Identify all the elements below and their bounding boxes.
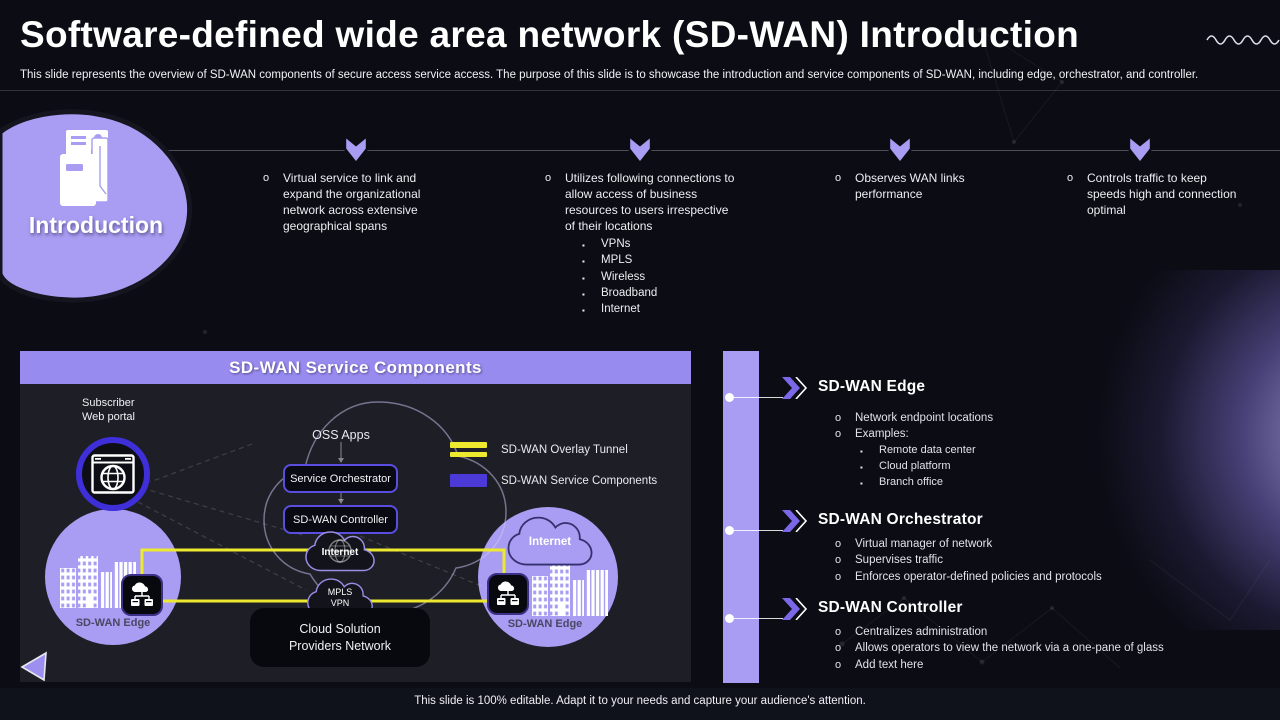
buildings-icon — [532, 564, 608, 616]
legend-label: SD-WAN Service Components — [501, 474, 658, 487]
mpls-vpn-label: MPLS VPN — [327, 587, 353, 608]
sub-bullet: Broadband — [601, 286, 658, 299]
column-text: Utilizes following connections to allow … — [565, 171, 735, 233]
timeline-column-4: o Controls traffic to keep speeds high a… — [1067, 170, 1239, 218]
cloud-network-icon — [487, 573, 529, 615]
timeline-column-3: o Observes WAN links performance — [835, 170, 975, 202]
connector-dot — [725, 614, 734, 623]
column-text: Observes WAN links performance — [855, 171, 965, 201]
internet-hub-label: Internet — [321, 546, 359, 558]
header-divider — [0, 90, 1280, 91]
legend-service-components: SD-WAN Service Components — [450, 474, 657, 487]
bullet: Enforces operator-defined policies and p… — [855, 570, 1102, 583]
back-triangle-icon[interactable] — [18, 650, 52, 684]
sub-bullet: VPNs — [601, 238, 631, 250]
subscriber-portal-label: Subscriber Web portal — [82, 397, 135, 423]
sub-bullet: Cloud platform — [879, 460, 951, 473]
internet-cloud-outline: Internet — [504, 514, 596, 570]
connector-line — [733, 530, 783, 531]
down-arrow-icon — [627, 135, 653, 164]
component-swatch — [450, 474, 487, 487]
page-title: Software-defined wide area network (SD-W… — [20, 14, 1080, 55]
legend-overlay-tunnel: SD-WAN Overlay Tunnel — [450, 442, 628, 457]
cloud-providers-box: Cloud Solution Providers Network — [250, 608, 430, 667]
legend-label: SD-WAN Overlay Tunnel — [501, 443, 628, 456]
footer-band — [0, 688, 1280, 720]
subscriber-portal-circle — [76, 437, 150, 511]
sdwan-controller-box: SD-WAN Controller — [283, 505, 398, 534]
bullet: Examples: — [855, 428, 909, 441]
sub-bullet: Branch office — [879, 476, 944, 489]
connector-dot — [725, 393, 734, 402]
bullet: Network endpoint locations — [855, 412, 994, 424]
bullet: Add text here — [855, 658, 924, 671]
oss-apps-label: OSS Apps — [312, 428, 370, 442]
section-heading-edge: SD-WAN Edge — [818, 378, 926, 395]
timeline-column-2: o Utilizes following connections to allo… — [545, 170, 737, 318]
double-chevron-icon — [782, 598, 808, 620]
globe-icon — [328, 539, 352, 563]
footer-note: This slide is 100% editable. Adapt it to… — [414, 695, 866, 707]
introduction-blob — [0, 109, 193, 303]
section-heading-orchestrator: SD-WAN Orchestrator — [818, 511, 983, 528]
sub-bullet: MPLS — [601, 254, 633, 267]
edge-right-label: SD-WAN Edge — [507, 618, 583, 630]
mpls-vpn-cloud: MPLS VPN — [305, 574, 375, 622]
timeline-column-1: o Virtual service to link and expand the… — [263, 170, 451, 234]
diagram-body: SD-WAN Edge SD-WAN Edge — [20, 384, 691, 682]
document-profile-icon — [60, 130, 109, 206]
connector-dot — [725, 526, 734, 535]
bullet: Virtual manager of network — [855, 538, 993, 550]
timeline-line — [168, 150, 1280, 151]
down-arrow-icon — [343, 135, 369, 164]
connector-line — [733, 618, 783, 619]
bullet: Supervises traffic — [855, 554, 943, 567]
sub-bullet: Remote data center — [879, 443, 976, 456]
section-heading-controller: SD-WAN Controller — [818, 599, 963, 616]
introduction-label: Introduction — [28, 212, 164, 238]
service-orchestrator-box: Service Orchestrator — [283, 464, 398, 493]
bullet: Centralizes administration — [855, 626, 988, 638]
edge-left-label: SD-WAN Edge — [75, 617, 151, 629]
down-arrow-icon — [887, 135, 913, 164]
double-chevron-icon — [782, 377, 808, 399]
section-accent-bar — [723, 351, 759, 683]
cloud-network-icon — [121, 574, 163, 616]
sub-bullet: Wireless — [601, 270, 646, 283]
globe-browser-icon — [91, 454, 135, 494]
internet-hub-cloud: Internet — [303, 528, 377, 576]
sub-bullet: Internet — [601, 303, 640, 316]
diagram-panel: SD-WAN Service Components SD-WAN Edge SD… — [20, 351, 691, 682]
column-text: Controls traffic to keep speeds high and… — [1087, 171, 1237, 217]
down-arrow-icon — [1127, 135, 1153, 164]
bullet: Allows operators to view the network via… — [855, 642, 1164, 655]
slide-description: This slide represents the overview of SD… — [20, 69, 1199, 81]
double-chevron-icon — [782, 510, 808, 532]
internet-cloud-label: Internet — [528, 536, 572, 548]
column-text: Virtual service to link and expand the o… — [283, 171, 421, 233]
tunnel-swatch — [450, 442, 487, 457]
diagram-title: SD-WAN Service Components — [20, 351, 691, 384]
connector-line — [733, 397, 783, 398]
squiggle-line-icon — [1206, 35, 1280, 45]
